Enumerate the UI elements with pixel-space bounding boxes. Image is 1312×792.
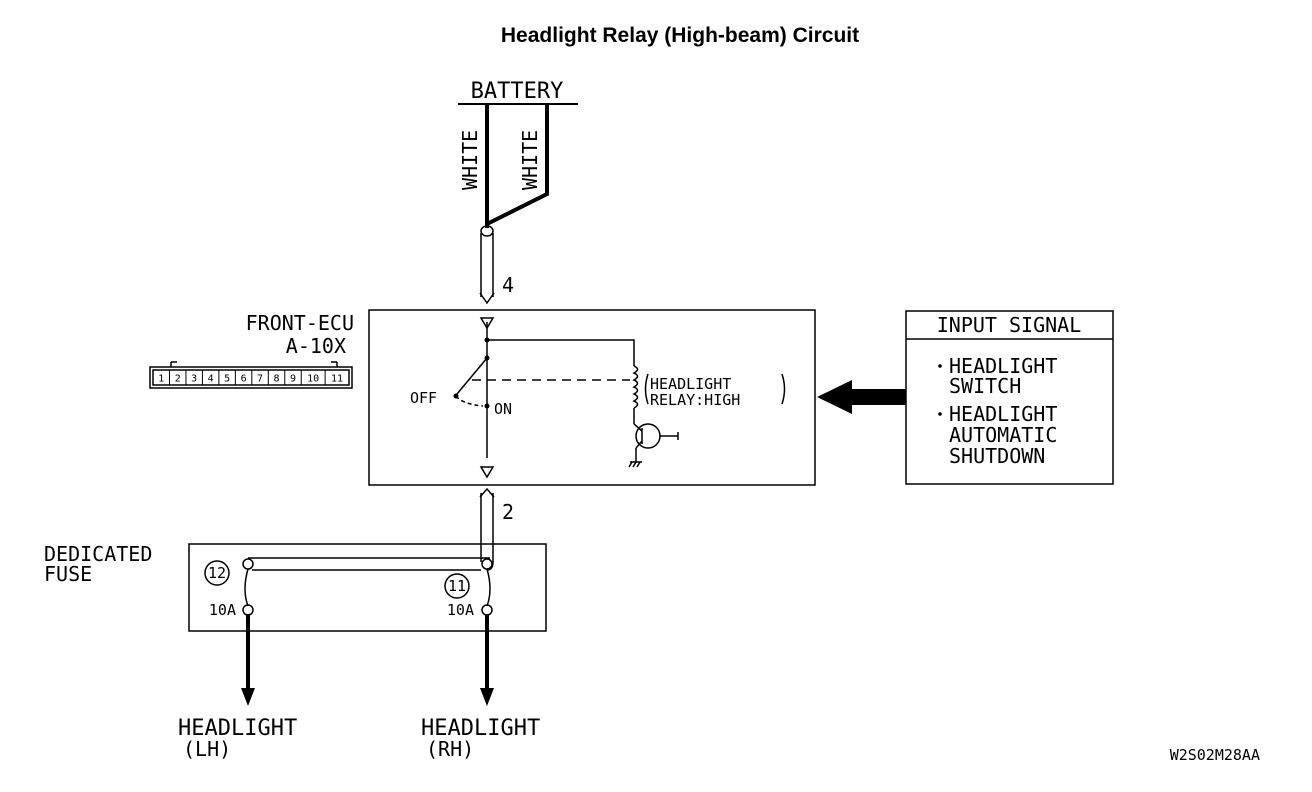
fuse-11-element: [486, 568, 491, 607]
fuse-12-rating: 10A: [209, 601, 236, 619]
front-ecu-box: [368, 309, 816, 486]
ecu-input-terminal-mark: [479, 317, 495, 330]
connector-pin-5: 5: [224, 374, 230, 385]
input-item-1-line1: HEADLIGHT: [949, 354, 1057, 378]
connector-4-tip: [479, 292, 495, 305]
fuse-11-number: 11: [448, 577, 466, 595]
wire-color-left: WHITE: [458, 130, 482, 190]
input-signal-arrow: [817, 380, 906, 414]
battery-label: BATTERY: [471, 79, 564, 104]
connector-pin-10: 10: [307, 374, 319, 385]
terminal-2-label: 2: [502, 500, 514, 524]
fuse-11-number-circle: [444, 573, 470, 599]
fuse-label-line1: DEDICATED: [44, 542, 152, 566]
switch-contact-arm: [456, 357, 488, 395]
dedicated-fuse-box: [188, 543, 547, 632]
connector-pin-4: 4: [208, 374, 214, 385]
switch-on-path: [455, 395, 484, 407]
relay-label-line1: HEADLIGHT: [650, 375, 731, 393]
connector-pin-6: 6: [241, 374, 247, 385]
connector-pin-8: 8: [274, 374, 280, 385]
connector-pin-1: 1: [158, 374, 164, 385]
fuse-11-rating: 10A: [447, 601, 474, 619]
ecu-connector-id: A-10X: [286, 334, 346, 358]
connector-pin-9: 9: [290, 374, 296, 385]
output-lh-line2: (LH): [183, 737, 231, 761]
fuse-12-number-circle: [204, 560, 230, 586]
output-lh-line1: HEADLIGHT: [178, 716, 297, 741]
fuse-12-upper-terminal: [242, 558, 254, 570]
relay-label-paren-left: [644, 373, 649, 405]
output-arrow-lh: [241, 688, 255, 706]
fuse-12-number: 12: [208, 564, 226, 582]
output-arrow-rh: [480, 688, 494, 706]
relay-feed-line: [487, 339, 635, 366]
ecu-name: FRONT-ECU: [246, 311, 354, 335]
output-rh-line2: (RH): [426, 737, 474, 761]
input-item-2-line1: HEADLIGHT: [949, 402, 1057, 426]
fuse-12-lower-terminal: [242, 604, 254, 616]
ecu-output-terminal-mark: [479, 466, 495, 479]
fuse-11-lower-terminal: [481, 604, 493, 616]
connector-4-head: [480, 225, 494, 237]
connector-pin-7: 7: [257, 374, 263, 385]
input-item-2-line3: SHUTDOWN: [949, 444, 1045, 468]
relay-driver-transistor: [628, 423, 679, 468]
figure-code: W2S02M28AA: [1170, 746, 1260, 764]
relay-label-paren-right: [781, 373, 786, 405]
connector-2-tail: [479, 487, 495, 498]
input-signal-header: INPUT SIGNAL: [937, 313, 1082, 337]
fuse-11-upper-terminal: [481, 558, 493, 570]
input-item-1-line2: SWITCH: [949, 374, 1021, 398]
connector-pin-3: 3: [191, 374, 197, 385]
connector-pin-2: 2: [175, 374, 181, 385]
switch-off-label: OFF: [410, 389, 437, 407]
switch-on-label: ON: [494, 400, 512, 418]
connector-pin-11: 11: [331, 374, 343, 385]
fuse-12-element: [244, 568, 249, 607]
relay-coil: [632, 365, 639, 409]
fuse-label-line2: FUSE: [44, 562, 92, 586]
terminal-4-label: 4: [502, 273, 514, 297]
output-rh-line1: HEADLIGHT: [421, 716, 540, 741]
input-item-2-line2: AUTOMATIC: [949, 423, 1057, 447]
relay-label-line2: RELAY:HIGH: [650, 391, 740, 409]
diagram-title: Headlight Relay (High-beam) Circuit: [501, 24, 859, 47]
battery-wire-right: [486, 104, 549, 226]
wire-color-right: WHITE: [518, 130, 542, 190]
